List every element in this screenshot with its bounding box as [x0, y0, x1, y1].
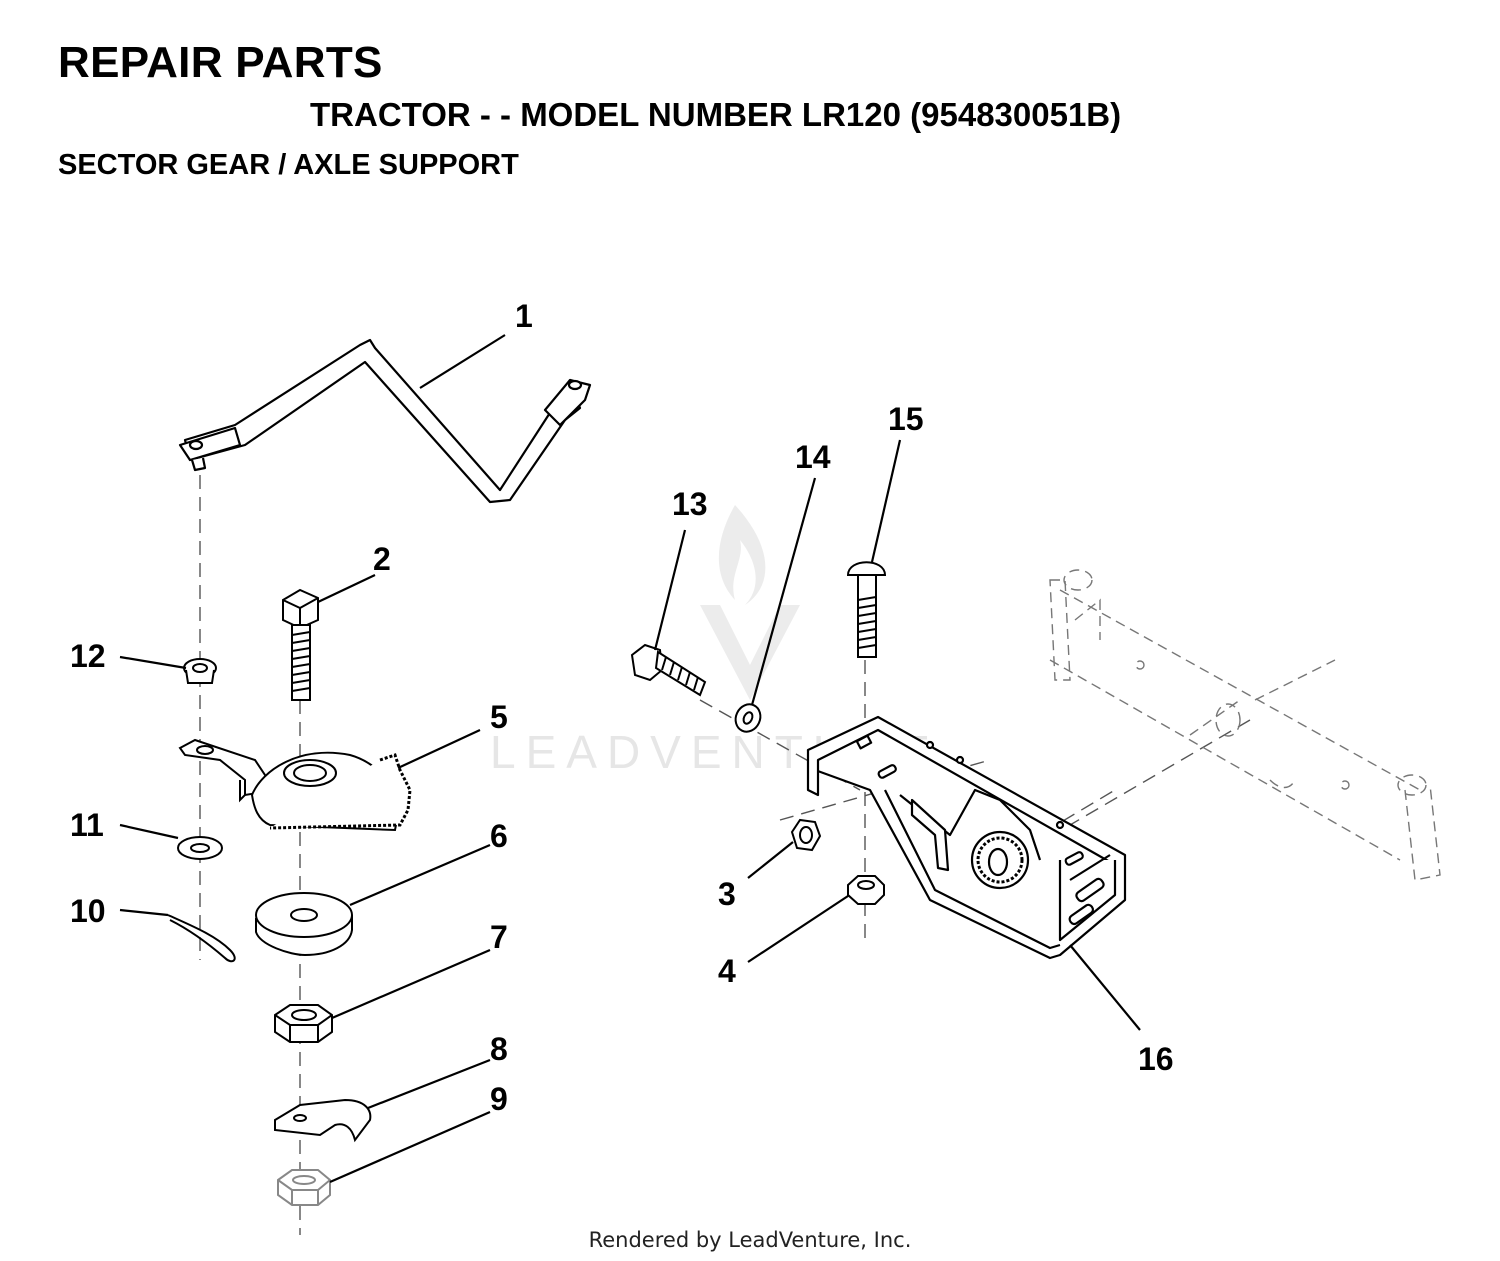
part-spacer-6 — [255, 892, 353, 957]
callout-3: 3 — [718, 876, 736, 912]
part-drag-link — [178, 338, 592, 504]
callout-14: 14 — [795, 439, 831, 475]
callout-8: 8 — [490, 1031, 508, 1067]
page-title: REPAIR PARTS — [58, 38, 383, 87]
part-bolt-2 — [282, 588, 319, 701]
callout-16: 16 — [1138, 1041, 1174, 1077]
callout-10: 10 — [70, 893, 106, 929]
part-nut-7 — [274, 1004, 333, 1043]
part-clip-8 — [274, 1098, 372, 1143]
part-nut-12 — [183, 658, 217, 684]
part-washer-14 — [734, 703, 762, 733]
watermark-logo — [700, 505, 800, 700]
part-sector-gear — [178, 738, 412, 832]
part-nut-9 — [277, 1169, 331, 1206]
part-nut-3 — [790, 818, 822, 852]
callout-2: 2 — [373, 541, 391, 577]
callout-1: 1 — [515, 298, 533, 334]
part-washer-11 — [177, 836, 223, 860]
section-title: SECTOR GEAR / AXLE SUPPORT — [58, 149, 519, 181]
part-axle-support — [806, 715, 1127, 960]
callout-4: 4 — [718, 953, 736, 989]
part-bolt-15 — [846, 561, 887, 658]
callout-labels: 1 2 3 4 5 6 7 8 9 10 11 12 13 14 15 16 — [70, 298, 1174, 1117]
part-bolt-13 — [630, 643, 707, 697]
callout-13: 13 — [672, 486, 708, 522]
axle-phantom — [1049, 569, 1441, 881]
callout-7: 7 — [490, 919, 508, 955]
model-subtitle: TRACTOR - - MODEL NUMBER LR120 (95483005… — [310, 96, 1122, 133]
part-cotter-pin — [167, 914, 236, 963]
callout-11: 11 — [70, 807, 104, 843]
part-nut-4 — [847, 875, 885, 905]
callout-12: 12 — [70, 638, 106, 674]
footer-credit: Rendered by LeadVenture, Inc. — [588, 1228, 912, 1252]
callout-5: 5 — [490, 699, 508, 735]
leader-lines — [119, 334, 1141, 1184]
callout-15: 15 — [888, 401, 924, 437]
callout-6: 6 — [490, 818, 508, 854]
callout-9: 9 — [490, 1081, 508, 1117]
